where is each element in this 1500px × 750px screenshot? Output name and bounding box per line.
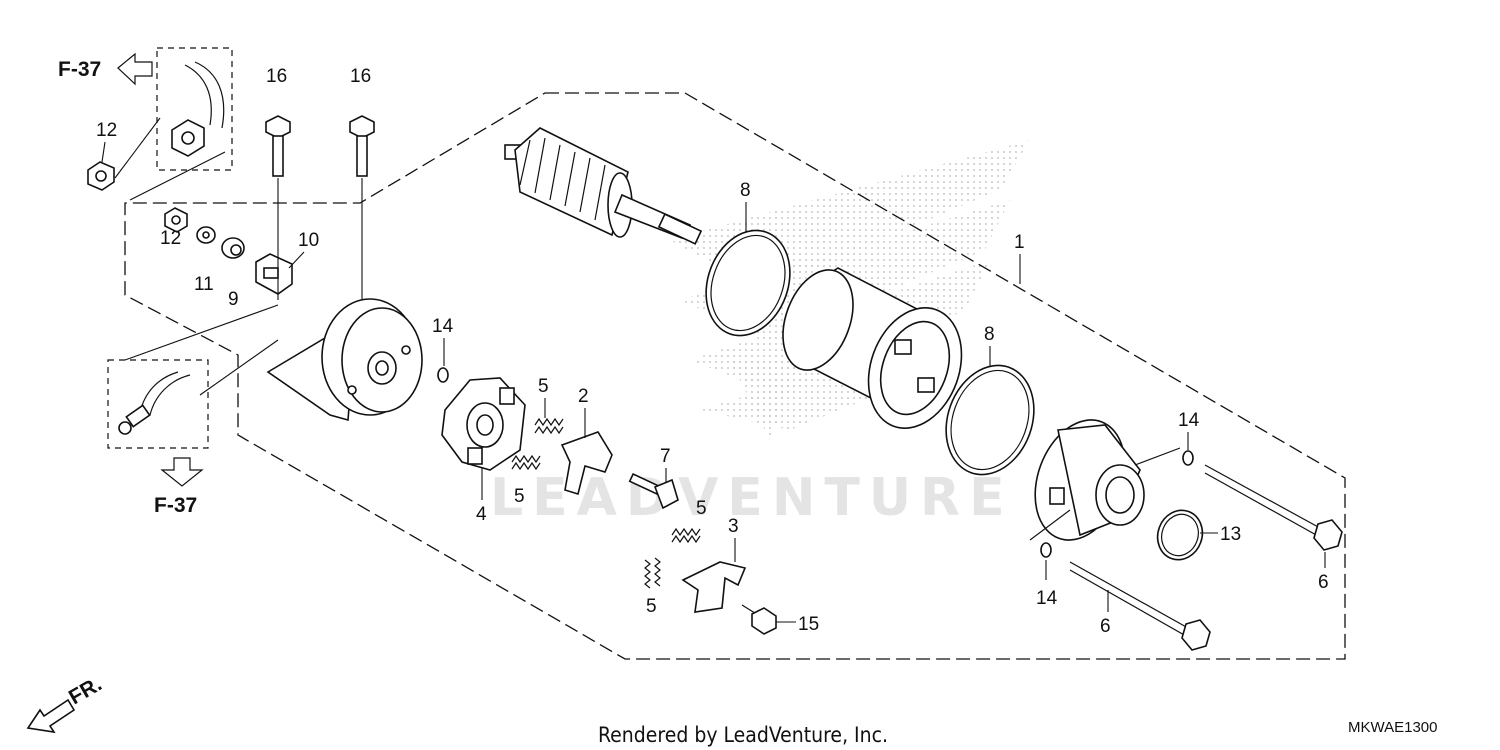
inset-box-bottom: [107, 359, 209, 449]
part-8-o-ring-lower[interactable]: 8: [931, 324, 1048, 487]
part-11-washer[interactable]: 11: [194, 226, 216, 295]
part-12-nut[interactable]: 12: [160, 207, 188, 249]
ref-f37-top-label: F-37: [58, 58, 101, 81]
callout-3: 3: [728, 516, 739, 537]
assembly-boundary-outline: [124, 92, 1346, 660]
part-14-washer-right[interactable]: 14: [1178, 410, 1200, 466]
part-5-spring-c[interactable]: 5: [671, 498, 707, 544]
part-2-brush[interactable]: 2: [560, 386, 613, 496]
callout-8-upper: 8: [740, 180, 751, 201]
callout-6-upper: 6: [1318, 572, 1329, 593]
part-rear-cover-housing: [266, 298, 423, 422]
callout-14-left: 14: [432, 316, 454, 337]
callout-7: 7: [660, 446, 671, 467]
callout-6-lower: 6: [1100, 616, 1111, 637]
callout-2: 2: [578, 386, 589, 407]
inset-box-top: [156, 47, 233, 171]
part-5-spring-a[interactable]: 5: [534, 376, 564, 435]
ref-f37-bottom[interactable]: F-37: [154, 457, 204, 517]
diagram-code: MKWAE1300: [1348, 719, 1437, 736]
callout-9: 9: [228, 289, 239, 310]
part-13-o-ring[interactable]: 13: [1151, 504, 1241, 566]
callout-5-b: 5: [514, 486, 525, 507]
part-16-bolt-left[interactable]: 16: [265, 66, 291, 300]
part-5-spring-d[interactable]: 5: [644, 557, 661, 617]
callout-14-right: 14: [1178, 410, 1200, 431]
callout-10: 10: [298, 230, 319, 251]
part-front-cover: [1029, 419, 1181, 541]
callout-5-a: 5: [538, 376, 549, 397]
part-4-brush-holder[interactable]: 4: [441, 377, 526, 525]
callout-14-bottom: 14: [1036, 588, 1058, 609]
part-9-bushing[interactable]: 9: [221, 237, 245, 310]
ref-f37-bottom-label: F-37: [154, 494, 197, 517]
ref-f37-top[interactable]: F-37: [58, 52, 153, 86]
arrow-front-icon: [26, 698, 76, 734]
callout-16-right: 16: [350, 66, 371, 87]
part-12-nut-top[interactable]: 12: [87, 120, 117, 191]
callout-12-top: 12: [96, 120, 117, 141]
callout-8-lower: 8: [984, 324, 995, 345]
part-8-o-ring-upper[interactable]: 8: [692, 180, 804, 347]
callout-4: 4: [476, 504, 487, 525]
part-6-through-bolt-lower[interactable]: 6: [1069, 561, 1211, 651]
callout-15: 15: [798, 614, 819, 635]
callout-12: 12: [160, 228, 181, 249]
callout-11: 11: [194, 274, 214, 295]
part-yoke-housing: [782, 267, 963, 429]
part-6-through-bolt-upper[interactable]: 6: [1204, 464, 1343, 593]
callout-13: 13: [1220, 524, 1241, 545]
front-direction-indicator: FR.: [26, 672, 106, 734]
callout-5-d: 5: [646, 596, 657, 617]
callout-5-c: 5: [696, 498, 707, 519]
part-7-terminal-bolt[interactable]: 7: [628, 446, 679, 510]
part-14-washer-bottom[interactable]: 14: [1036, 542, 1058, 609]
part-10-terminal-insulator[interactable]: 10: [255, 230, 319, 295]
callout-16-left: 16: [266, 66, 287, 87]
wire-terminal-inset-top: [114, 47, 233, 201]
wire-terminal-inset-bottom: [107, 304, 279, 449]
callout-1[interactable]: 1: [1014, 232, 1025, 253]
part-armature: [504, 127, 703, 245]
part-5-spring-b[interactable]: 5: [511, 454, 541, 507]
part-14-washer-left[interactable]: 14: [432, 316, 454, 383]
arrow-down-icon: [160, 457, 204, 487]
arrow-left-icon: [117, 52, 153, 86]
footer-credit: Rendered by LeadVenture, Inc.: [598, 723, 888, 747]
part-15-screw[interactable]: 15: [741, 604, 819, 635]
part-3-brush[interactable]: 3: [681, 516, 747, 613]
part-16-bolt-right[interactable]: 16: [349, 66, 375, 305]
